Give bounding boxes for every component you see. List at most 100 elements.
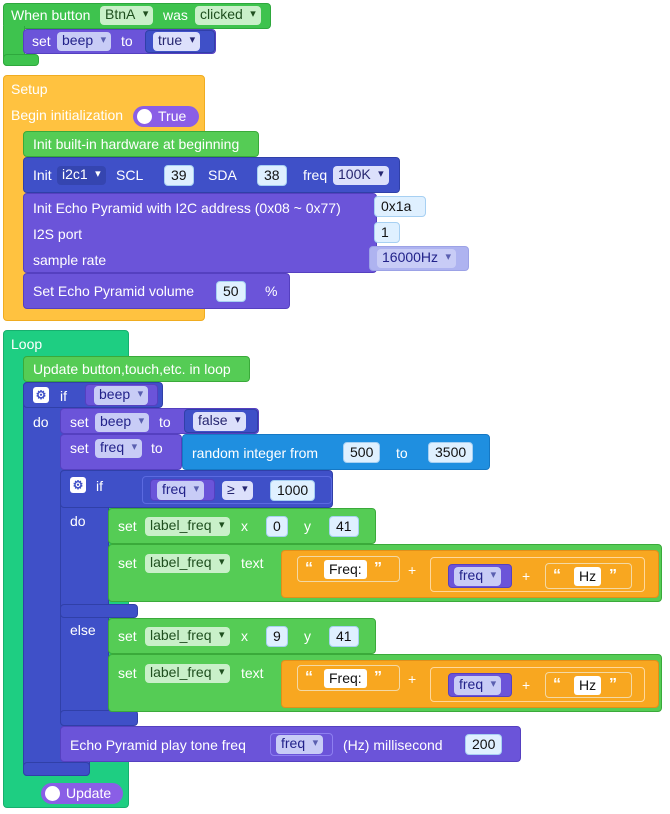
sda-input[interactable]: 38	[257, 165, 287, 186]
play-ms-input[interactable]: 200	[465, 734, 503, 755]
set-freq-label: set	[70, 440, 89, 456]
do-quote-open-icon: “	[305, 560, 313, 577]
else-x-label: x	[241, 628, 248, 644]
do-hz-quote-close-icon: ”	[609, 567, 617, 584]
begin-init-toggle[interactable]: True	[133, 106, 199, 127]
do-y-input[interactable]: 41	[329, 516, 359, 537]
event-was-label: was	[163, 7, 188, 23]
random-to-label: to	[396, 445, 408, 461]
if-beep-foot	[23, 762, 90, 776]
do-str-hz-value[interactable]: Hz	[574, 567, 602, 586]
do-text-set-label: set	[118, 555, 137, 571]
cmp-freq-dropdown[interactable]: freq	[157, 481, 205, 500]
if-freq-foot	[60, 710, 138, 726]
do-text-label-dropdown[interactable]: label_freq	[145, 554, 230, 573]
volume-unit: %	[265, 283, 278, 299]
do-y-label: y	[304, 518, 311, 534]
echo-init-block[interactable]	[23, 193, 377, 273]
else-quote-close-icon: ”	[374, 669, 382, 686]
else-y-input[interactable]: 41	[329, 626, 359, 647]
set-freq-to-label: to	[151, 440, 163, 456]
i2s-input[interactable]: 1	[374, 222, 400, 243]
setup-title: Setup	[11, 81, 48, 97]
echo-init-label: Init Echo Pyramid with I2C address (0x08…	[33, 200, 341, 216]
cmp-value-input[interactable]: 1000	[270, 480, 316, 501]
set-beep-to-label: to	[159, 414, 171, 430]
update-loop-block[interactable]	[23, 356, 250, 382]
else-plus-label: +	[408, 671, 417, 687]
do-text-label: text	[241, 555, 264, 571]
inner-if-gear-icon[interactable]: ⚙	[70, 477, 86, 493]
do-label-dropdown[interactable]: label_freq	[145, 517, 230, 536]
set-beep-dropdown[interactable]: beep	[95, 413, 150, 432]
update-toggle[interactable]: Update	[41, 783, 123, 804]
init-hw-label: Init built-in hardware at beginning	[33, 136, 240, 152]
else-x-input[interactable]: 9	[266, 626, 288, 647]
begin-init-label: Begin initialization	[11, 107, 124, 123]
cmp-op-dropdown[interactable]: ≥	[222, 481, 253, 500]
echo-addr-input[interactable]: 0x1a	[374, 196, 426, 217]
loop-title: Loop	[11, 336, 43, 352]
else-str-hz-value[interactable]: Hz	[574, 676, 602, 695]
true-value-dropdown[interactable]: true	[153, 32, 201, 51]
else-join-freq-dropdown[interactable]: freq	[454, 676, 502, 695]
else-hz-quote-open-icon: “	[553, 676, 561, 693]
else-quote-open-icon: “	[305, 669, 313, 686]
init-label: Init	[33, 167, 52, 183]
play-freq-dropdown[interactable]: freq	[276, 735, 324, 754]
cond-beep-dropdown[interactable]: beep	[94, 386, 149, 405]
do-quote-close-icon: ”	[374, 560, 382, 577]
update-loop-label: Update button,touch,etc. in loop	[33, 361, 231, 377]
i2c-dropdown[interactable]: i2c1	[57, 166, 106, 185]
set-to-label: to	[121, 33, 133, 49]
set-freq-dropdown[interactable]: freq	[95, 439, 143, 458]
if-gear-icon[interactable]: ⚙	[33, 387, 49, 403]
play-mid-label: (Hz) millisecond	[343, 737, 443, 753]
do-hz-quote-open-icon: “	[553, 567, 561, 584]
sda-label: SDA	[208, 167, 237, 183]
do-label: do	[33, 414, 49, 430]
random-to-input[interactable]: 3500	[428, 442, 474, 463]
scl-label: SCL	[116, 167, 144, 183]
else-text-label-dropdown[interactable]: label_freq	[145, 664, 230, 683]
volume-label: Set Echo Pyramid volume	[33, 283, 195, 299]
volume-input[interactable]: 50	[216, 281, 246, 302]
else-label: else	[70, 622, 96, 638]
event-button-dropdown[interactable]: BtnA	[100, 6, 154, 25]
random-from-input[interactable]: 500	[343, 442, 381, 463]
if-freq-else-bar	[60, 604, 138, 618]
else-plus2-label: +	[522, 677, 531, 693]
inner-if-label: if	[96, 478, 103, 494]
if-label: if	[60, 388, 67, 404]
set-var-dropdown[interactable]: beep	[57, 32, 112, 51]
init-hw-block[interactable]	[23, 131, 259, 157]
do-plus-label: +	[408, 562, 417, 578]
do-join-freq-dropdown[interactable]: freq	[454, 567, 502, 586]
do-x-label: x	[241, 518, 248, 534]
set-label: set	[32, 33, 51, 49]
else-y-label: y	[304, 628, 311, 644]
freq-label: freq	[303, 167, 328, 183]
else-hz-quote-close-icon: ”	[609, 676, 617, 693]
else-str-freq-value[interactable]: Freq:	[324, 669, 367, 688]
if-freq-block[interactable]	[60, 470, 109, 726]
sample-rate-label: sample rate	[33, 252, 107, 268]
event-block-foot	[3, 54, 39, 66]
do-x-input[interactable]: 0	[266, 516, 288, 537]
do-set-label: set	[118, 518, 137, 534]
set-beep-label: set	[70, 414, 89, 430]
inner-do-label: do	[70, 513, 86, 529]
i2s-label: I2S port	[33, 226, 83, 242]
freq-dropdown[interactable]: 100K	[333, 166, 389, 185]
false-value-dropdown[interactable]: false	[193, 412, 246, 431]
play-tone-label: Echo Pyramid play tone freq	[70, 737, 246, 753]
do-str-freq-value[interactable]: Freq:	[324, 560, 367, 579]
event-action-dropdown[interactable]: clicked	[195, 6, 261, 25]
event-when-label: When button	[11, 7, 91, 23]
scl-input[interactable]: 39	[164, 165, 194, 186]
sample-rate-dropdown[interactable]: 16000Hz	[377, 249, 457, 268]
else-set-label: set	[118, 628, 137, 644]
do-plus2-label: +	[522, 568, 531, 584]
else-label-dropdown[interactable]: label_freq	[145, 627, 230, 646]
random-label: random integer from	[192, 445, 319, 461]
